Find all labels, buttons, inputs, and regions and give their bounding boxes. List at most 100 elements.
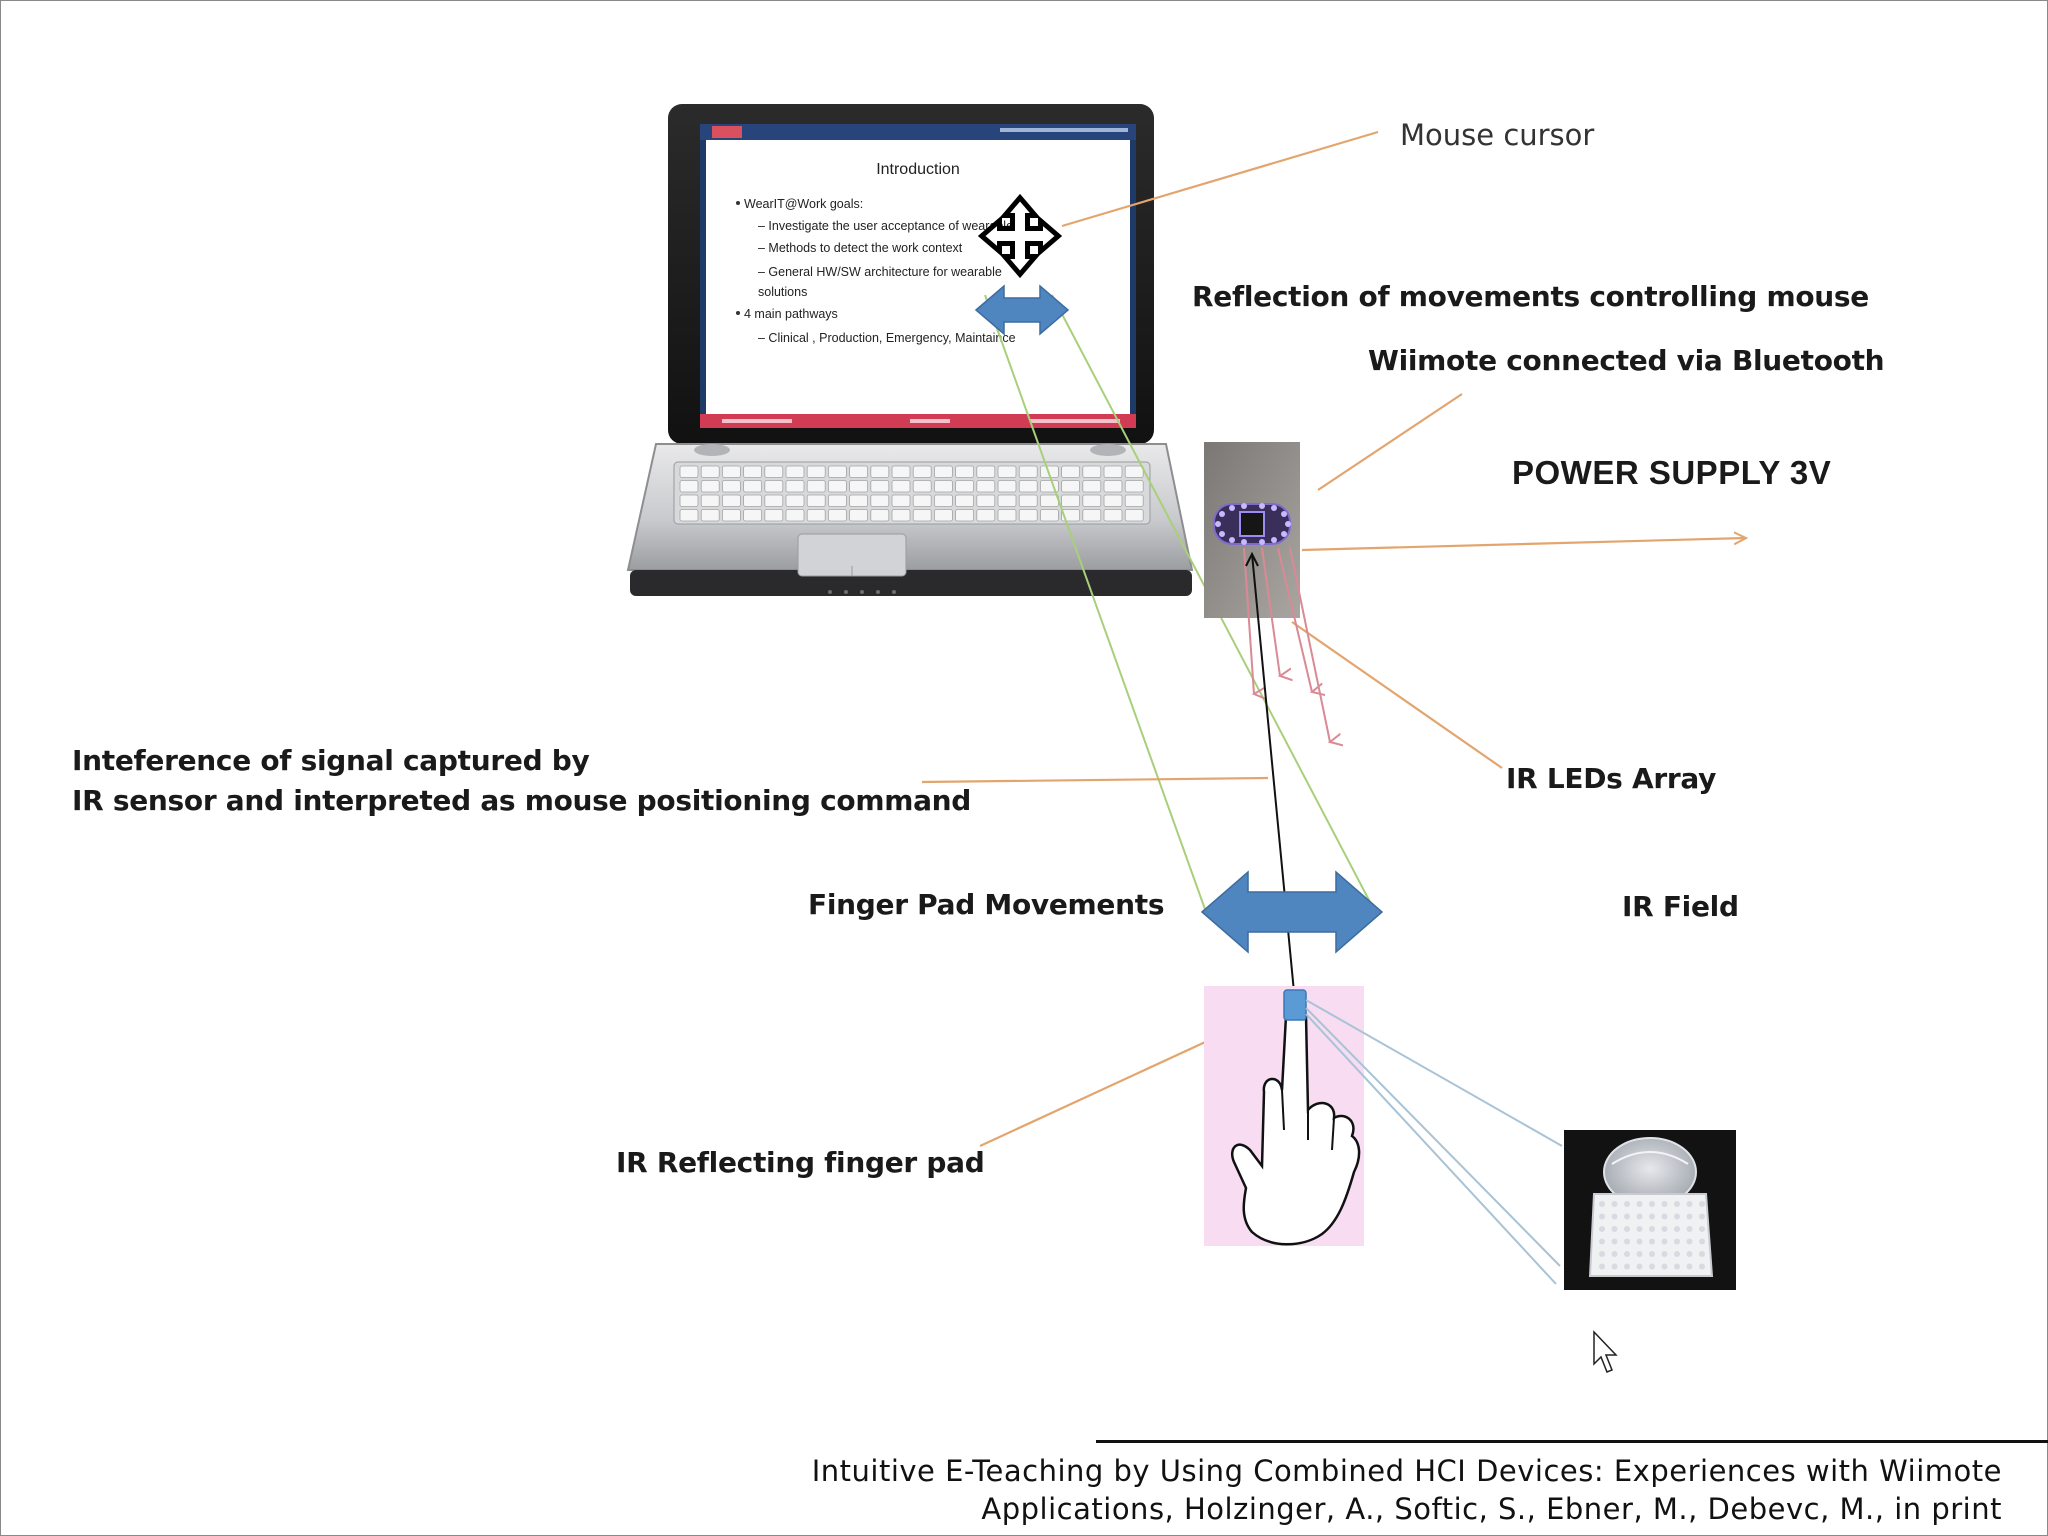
keyboard-key xyxy=(806,509,826,522)
slide-line: WearIT@Work goals: xyxy=(744,197,863,211)
leader-wiimote xyxy=(1317,393,1463,491)
sensor-board-dot xyxy=(1649,1251,1655,1257)
keyboard-key xyxy=(912,480,932,493)
keyboard-key xyxy=(828,509,847,522)
keyboard-key xyxy=(997,465,1017,478)
sensor-board-dot xyxy=(1624,1201,1630,1207)
sensor-board-dot xyxy=(1649,1263,1655,1270)
keyboard-key xyxy=(912,509,932,522)
ir-emission-arrows xyxy=(1243,547,1330,742)
keyboard-key xyxy=(849,509,868,522)
keyboard-key xyxy=(955,509,974,522)
sensor-board-dot xyxy=(1624,1213,1630,1220)
keyboard-key xyxy=(1103,465,1123,478)
ir-sensor-chip xyxy=(1239,511,1265,537)
keyboard-key xyxy=(1018,480,1038,493)
citation-line: Intuitive E-Teaching by Using Combined H… xyxy=(811,1454,2002,1488)
keyboard-key xyxy=(785,480,805,493)
sensor-board-dot xyxy=(1649,1238,1655,1245)
label-wiimote: Wiimote connected via Bluetooth xyxy=(1368,344,1885,377)
sensor-board-dot xyxy=(1624,1263,1630,1270)
sensor-board-dot xyxy=(1699,1226,1705,1232)
keyboard-key xyxy=(743,480,762,493)
sensor-board-dot xyxy=(1599,1251,1605,1257)
keyboard-key xyxy=(912,465,932,478)
screen-double-arrow-icon xyxy=(974,284,1070,336)
keyboard-key xyxy=(1018,494,1038,507)
ir-reflecting-finger-pad xyxy=(1283,989,1307,1021)
keyboard-key xyxy=(828,494,847,507)
sensor-board-dot xyxy=(1661,1201,1668,1207)
keyboard-key xyxy=(891,509,911,522)
sensor-board-dot xyxy=(1661,1226,1668,1232)
label-power-supply: POWER SUPPLY 3V xyxy=(1512,454,1832,491)
ir-sensor-illustration xyxy=(1564,1130,1736,1290)
keyboard-key xyxy=(955,465,974,478)
keyboard-key xyxy=(934,465,953,478)
sensor-board-dot xyxy=(1699,1251,1705,1257)
keyboard-key xyxy=(997,509,1017,522)
keyboard-key xyxy=(700,465,720,478)
leader-mouse-cursor xyxy=(1061,130,1379,228)
sensor-board-dot xyxy=(1686,1226,1693,1232)
keyboard-key xyxy=(679,509,699,522)
sensor-board-dot xyxy=(1649,1226,1655,1232)
keyboard-key xyxy=(1018,465,1038,478)
keyboard-key xyxy=(1082,480,1102,493)
keyboard-key xyxy=(1040,494,1059,507)
sensor-board-dot xyxy=(1686,1238,1693,1245)
keyboard-key xyxy=(912,494,932,507)
keyboard-key xyxy=(743,509,762,522)
keyboard-key xyxy=(976,509,996,522)
keyboard-key xyxy=(679,465,699,478)
keyboard-key xyxy=(806,465,826,478)
sensor-board-dot xyxy=(1624,1226,1630,1232)
sensor-board-dot xyxy=(1674,1238,1680,1245)
keyboard-key xyxy=(722,480,741,493)
ir-sensor-board xyxy=(1588,1193,1714,1277)
keyboard-key xyxy=(1103,509,1123,522)
sensor-board-dot xyxy=(1699,1263,1705,1270)
keyboard-key xyxy=(870,509,890,522)
sensor-board-dot xyxy=(1686,1263,1693,1270)
keyboard-key xyxy=(1124,509,1144,522)
slide-title: Introduction xyxy=(876,161,960,178)
keyboard-key xyxy=(1082,465,1102,478)
keyboard-key xyxy=(679,494,699,507)
label-mouse-cursor: Mouse cursor xyxy=(1400,118,1595,152)
keyboard-key xyxy=(997,480,1017,493)
keyboard-key xyxy=(1082,494,1102,507)
sensor-board-dot xyxy=(1611,1263,1618,1270)
sensor-board-dot xyxy=(1611,1238,1618,1245)
keyboard-key xyxy=(1103,494,1123,507)
keyboard-key xyxy=(849,480,868,493)
citation: Intuitive E-Teaching by Using Combined H… xyxy=(812,1452,2002,1528)
sensor-board-dot xyxy=(1636,1213,1643,1220)
sensor-board-dot xyxy=(1599,1263,1605,1270)
citation-line: Applications, Holzinger, A., Softic, S.,… xyxy=(981,1492,2002,1526)
sensor-board-dot xyxy=(1649,1213,1655,1220)
sensor-board-dot xyxy=(1636,1226,1643,1232)
power-supply-arrow xyxy=(1301,538,1746,552)
keyboard-key xyxy=(828,480,847,493)
hand-pointing-icon xyxy=(1231,1005,1361,1246)
sensor-board-dot xyxy=(1699,1213,1705,1220)
sensor-board-dot xyxy=(1686,1201,1693,1207)
keyboard-key xyxy=(955,494,974,507)
sensor-board-dot xyxy=(1599,1201,1605,1207)
keyboard-key xyxy=(785,494,805,507)
sensor-board-dot xyxy=(1636,1251,1643,1257)
sensor-board-dot xyxy=(1611,1201,1618,1207)
slide-line: – Methods to detect the work context xyxy=(758,241,963,255)
keyboard-key xyxy=(870,465,890,478)
label-ir-reflecting-finger-pad: IR Reflecting finger pad xyxy=(616,1146,985,1179)
sensor-board-dot xyxy=(1624,1251,1630,1257)
keyboard-key xyxy=(1061,480,1080,493)
sensor-board-dot xyxy=(1674,1251,1680,1257)
keyboard-key xyxy=(955,480,974,493)
keyboard-key xyxy=(722,465,741,478)
label-reflection: Reflection of movements controlling mous… xyxy=(1192,280,1869,313)
laptop-front-edge xyxy=(630,570,1192,596)
keyboard-key xyxy=(976,480,996,493)
